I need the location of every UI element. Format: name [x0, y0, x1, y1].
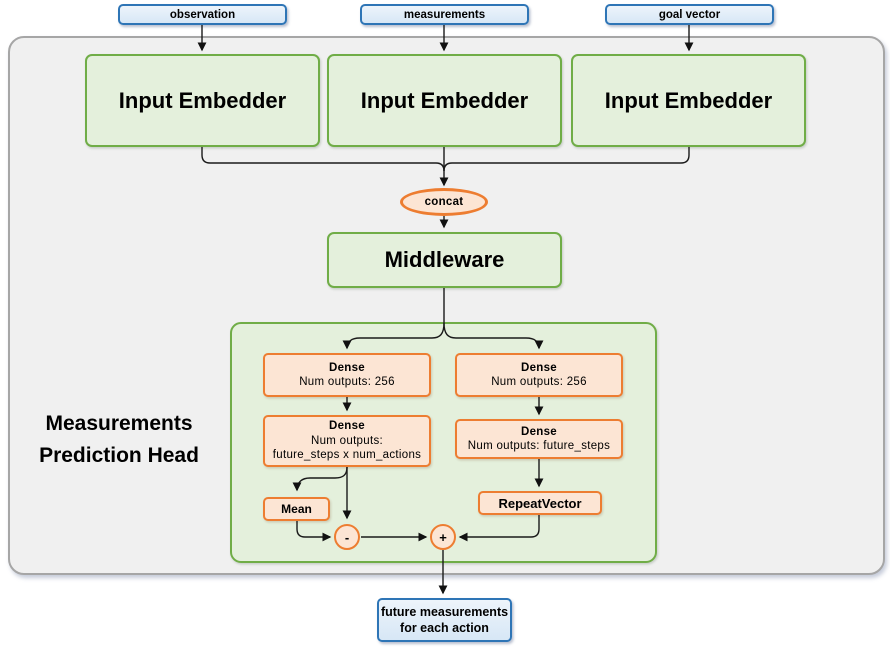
dense-left-2-subtitle-line2: future_steps x num_actions	[272, 449, 422, 462]
dense-right-1: Dense Num outputs: 256	[455, 353, 623, 397]
input-box-observation: observation	[118, 4, 287, 25]
dense-right-2-subtitle: Num outputs: future_steps	[467, 440, 611, 452]
input-box-measurements-label: measurements	[403, 8, 486, 21]
dense-left-1: Dense Num outputs: 256	[263, 353, 431, 397]
input-box-goal-vector-label: goal vector	[658, 8, 721, 21]
prediction-head-title: Measurements Prediction Head	[12, 408, 226, 472]
input-embedder-label-2: Input Embedder	[360, 87, 529, 113]
subtract-node: -	[334, 524, 360, 550]
output-box: future measurements for each action	[377, 598, 512, 642]
dense-left-2-subtitle-line1: Num outputs:	[311, 434, 383, 447]
output-label-line1: future measurements	[380, 605, 509, 619]
dense-right-1-title: Dense	[520, 361, 558, 374]
add-label: +	[439, 529, 447, 545]
dense-right-2: Dense Num outputs: future_steps	[455, 419, 623, 459]
repeat-vector-label: RepeatVector	[498, 495, 582, 511]
dense-right-1-subtitle: Num outputs: 256	[491, 376, 587, 388]
repeat-vector-box: RepeatVector	[478, 491, 602, 515]
middleware-box: Middleware	[327, 232, 562, 288]
subtract-label: -	[344, 529, 350, 545]
dense-right-2-title: Dense	[520, 425, 558, 438]
prediction-head-title-line2: Prediction Head	[39, 444, 199, 467]
add-node: +	[430, 524, 456, 550]
dense-left-1-subtitle: Num outputs: 256	[299, 376, 395, 388]
mean-box: Mean	[263, 497, 330, 521]
prediction-head-title-line1: Measurements	[45, 412, 193, 435]
mean-label: Mean	[281, 502, 312, 516]
input-box-observation-label: observation	[169, 8, 236, 21]
dense-left-2-title: Dense	[328, 420, 366, 433]
dense-left-1-title: Dense	[328, 361, 366, 374]
concat-node: concat	[400, 188, 488, 216]
middleware-label: Middleware	[384, 247, 505, 272]
output-label-line2: for each action	[400, 621, 489, 635]
input-embedder-label-1: Input Embedder	[118, 87, 287, 113]
input-embedder-box-3: Input Embedder	[571, 54, 806, 147]
input-box-goal-vector: goal vector	[605, 4, 774, 25]
input-embedder-label-3: Input Embedder	[604, 87, 773, 113]
input-embedder-box-1: Input Embedder	[85, 54, 320, 147]
input-box-measurements: measurements	[360, 4, 529, 25]
dense-left-2: Dense Num outputs: future_steps x num_ac…	[263, 415, 431, 467]
input-embedder-box-2: Input Embedder	[327, 54, 562, 147]
concat-label: concat	[424, 196, 464, 208]
